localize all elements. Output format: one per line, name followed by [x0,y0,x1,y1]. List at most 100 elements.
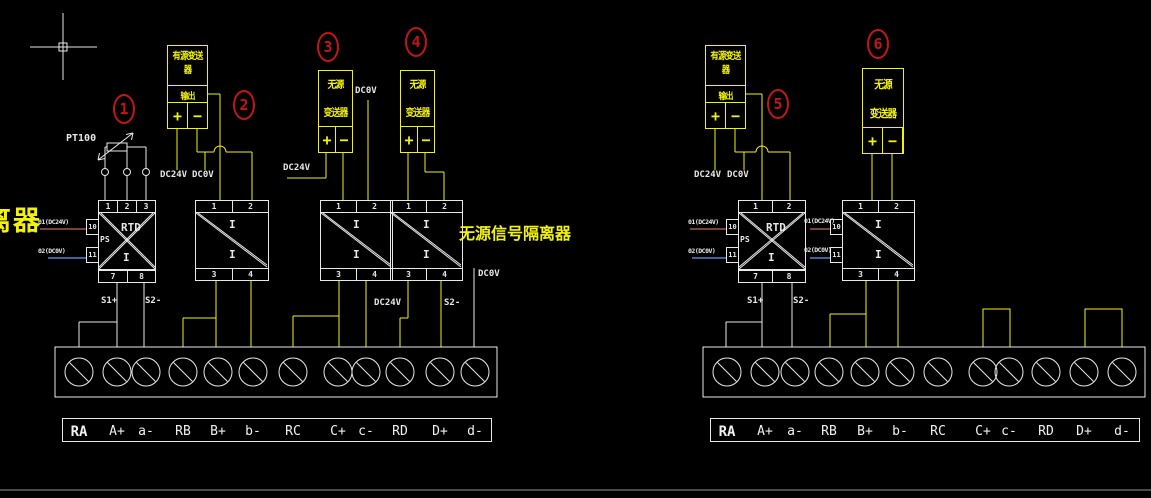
iso1-terminal-10: 10 [86,219,99,235]
active-transmitter-title: 有源变送器 [172,51,204,76]
wire-label-01-dc24v: 01(DC24V) [804,217,835,225]
terminal-label-d-: d- [467,424,483,439]
pt100-sensor-symbol [97,132,150,200]
terminal-label-D+: D+ [432,424,448,439]
terminal-label-RB: RB [175,424,191,439]
output-label: 输出 [718,92,733,102]
terminal-screw [814,357,844,387]
terminal-screw [351,357,381,387]
terminal-screws [64,357,1137,387]
terminal-screw [425,357,455,387]
white-wires [78,268,793,347]
iso6-terminal-10: 10 [830,219,843,235]
terminal-screw-slot [136,362,156,382]
terminal-screw [168,357,198,387]
terminal-screw-slot [390,362,410,382]
terminal-screw [64,357,94,387]
s2-minus-label: S2- [444,298,461,308]
yellow-wires [176,93,1123,347]
passive-title-line2: 变送器 [323,108,349,119]
terminal-screw [102,357,132,387]
terminal-screw-slot [928,362,948,382]
wire-label-02-dc0v: 02(DC0V) [688,247,716,255]
terminal-screw-slot [785,362,805,382]
wire-label-02-dc0v: 02(DC0V) [804,246,832,254]
divider [706,85,745,86]
terminal-screw-slot [717,362,737,382]
current-label: I [423,248,430,261]
terminal-label-b-: b- [892,424,908,439]
clipped-isolator-label: 离器 [0,206,42,237]
passive-title-line1: 无源 [409,80,427,91]
terminal-screw [850,357,880,387]
terminal-label-d-: d- [1114,424,1130,439]
dc0v-label: DC0V [192,170,214,180]
terminal-screw-slot [328,362,348,382]
s1-plus-label: S1+ [747,296,764,306]
terminal-label-a-: a- [138,424,154,439]
iso1-terminal-8: 8 [127,270,156,283]
iso4-terminal-4: 4 [426,268,463,281]
terminal-label-c-: c- [358,424,374,439]
terminal-screw-slot [819,362,839,382]
iso3-terminal-3: 3 [320,268,357,281]
plus-terminal: + [705,102,726,129]
divider [168,85,207,86]
terminal-screw [1069,357,1099,387]
terminal-screw-slot [855,362,875,382]
dc0v-label: DC0V [478,269,500,279]
s2-minus-label: S2- [793,296,810,306]
terminal-screw-slot [173,362,193,382]
passive-signal-isolator-label: 无源信号隔离器 [459,224,572,243]
minus-terminal: − [882,127,903,154]
terminal-screw [203,357,233,387]
terminal-screw [780,357,810,387]
iso5-terminal-10: 10 [726,219,739,235]
terminal-label-B+: B+ [210,424,226,439]
passive-title-line1: 无源 [327,80,345,91]
terminal-label-RA: RA [718,424,736,440]
minus-terminal: − [417,126,435,153]
wire-label-01-dc24v: 01(DC24V) [688,218,719,226]
terminal-label-C+: C+ [330,424,346,439]
plus-terminal: + [167,102,188,129]
iso3-terminal-4: 4 [356,268,393,281]
terminal-screw [712,357,742,387]
current-label: I [875,218,882,231]
iso1-terminal-7: 7 [98,270,128,283]
terminal-block-right [702,346,1146,398]
terminal-screw-slot [107,362,127,382]
terminal-label-RA: RA [70,424,88,440]
terminal-screw-slot [208,362,228,382]
terminal-screw [278,357,308,387]
terminal-screw-slot [1112,362,1132,382]
pt100-label: PT100 [66,133,97,144]
iso2-terminal-3: 3 [195,268,233,281]
passive-title-line2: 变送器 [405,108,431,119]
crosshair-cursor [30,13,97,80]
terminal-screw [131,357,161,387]
terminal-screw [1107,357,1137,387]
minus-terminal: − [335,126,353,153]
plus-terminal: + [400,126,418,153]
terminal-label-RC: RC [930,424,946,439]
ps-label: PS [740,235,750,244]
terminal-screw-slot [465,362,485,382]
iso6-terminal-4: 4 [878,268,915,281]
iso4-terminal-3: 3 [390,268,427,281]
terminal-screw [460,357,490,387]
terminal-screw-slot [243,362,263,382]
terminal-screw-slot [69,362,89,382]
dc24v-label: DC24V [374,298,402,308]
terminal-screw [968,357,998,387]
rtd-label: RTD [121,221,141,234]
rtd-label: RTD [766,221,786,234]
terminal-label-C+: C+ [975,424,991,439]
terminal-label-RC: RC [285,424,301,439]
terminal-label-A+: A+ [757,424,773,439]
s2-minus-label: S2- [145,296,162,306]
wire-label-01-dc24v: 01(DC24V) [38,218,69,226]
active-transmitter-title: 有源变送器 [710,51,742,76]
